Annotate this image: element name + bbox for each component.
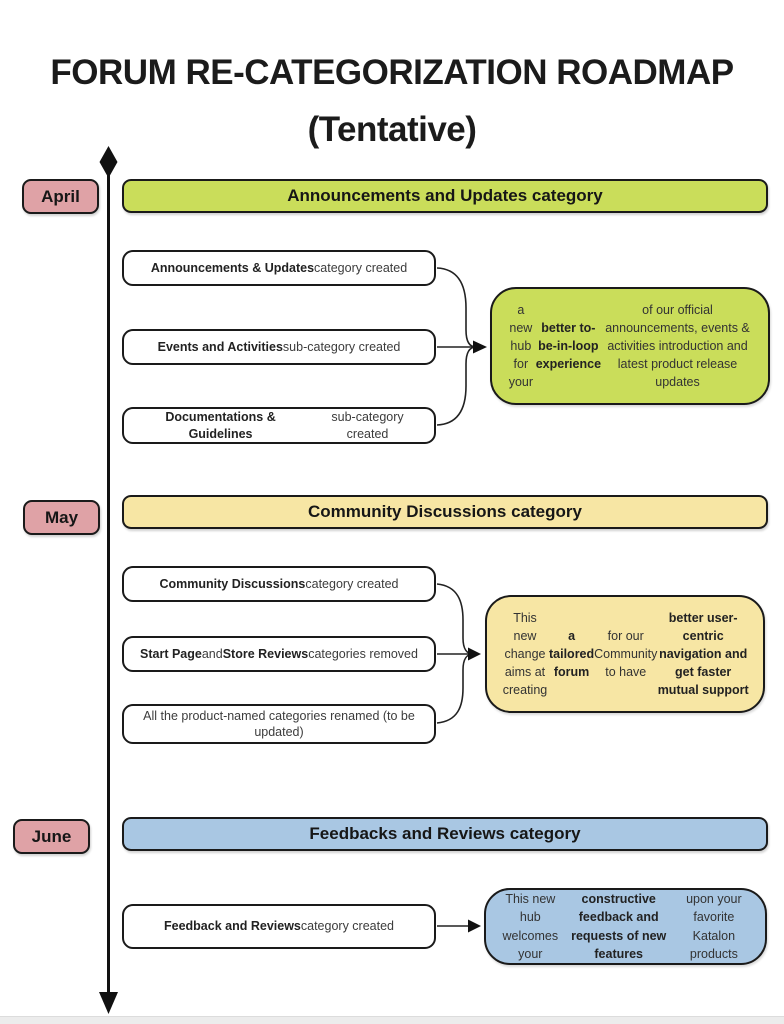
connector-path — [436, 346, 477, 426]
event-box-documentations-guidelines-created: Documentations & Guidelines sub-category… — [122, 407, 436, 444]
section-header-may: Community Discussions category — [122, 495, 768, 529]
event-box-community-discussions-created: Community Discussions category created — [122, 566, 436, 602]
arrowhead-icon — [468, 919, 481, 933]
month-label-june: June — [13, 819, 90, 854]
section-header-april: Announcements and Updates category — [122, 179, 768, 213]
callout-june: This new hub welcomes your constructive … — [484, 888, 767, 965]
month-label-may: May — [23, 500, 100, 535]
connector-path — [436, 267, 477, 348]
page-title-line-2: (Tentative) — [307, 110, 477, 150]
connector-group-april — [436, 267, 477, 426]
page-title: FORUM RE-CATEGORIZATION ROADMAP (Tentati… — [0, 45, 784, 158]
event-box-feedback-reviews-created: Feedback and Reviews category created — [122, 904, 436, 949]
event-box-announcements-updates-created: Announcements & Updates category created — [122, 250, 436, 286]
month-label-april: April — [22, 179, 99, 214]
arrowhead-icon — [468, 647, 481, 661]
connector-path — [436, 653, 474, 724]
screenshot-bottom-edge — [0, 1016, 784, 1024]
event-box-categories-removed: Start Page and Store Reviews categories … — [122, 636, 436, 672]
timeline-end-arrowhead-icon — [99, 992, 118, 1014]
connector-path — [436, 583, 474, 655]
event-box-categories-renamed: All the product-named categories renamed… — [122, 704, 436, 744]
callout-april: a new hub for your better to-be-in-loop … — [490, 287, 770, 405]
page-title-line-1: FORUM RE-CATEGORIZATION ROADMAP — [50, 53, 734, 93]
section-header-june: Feedbacks and Reviews category — [122, 817, 768, 851]
event-box-events-activities-created: Events and Activities sub-category creat… — [122, 329, 436, 365]
arrowhead-icon — [473, 340, 487, 354]
connector-group-may — [436, 583, 474, 724]
callout-may: This new change aims at creating a tailo… — [485, 595, 765, 713]
